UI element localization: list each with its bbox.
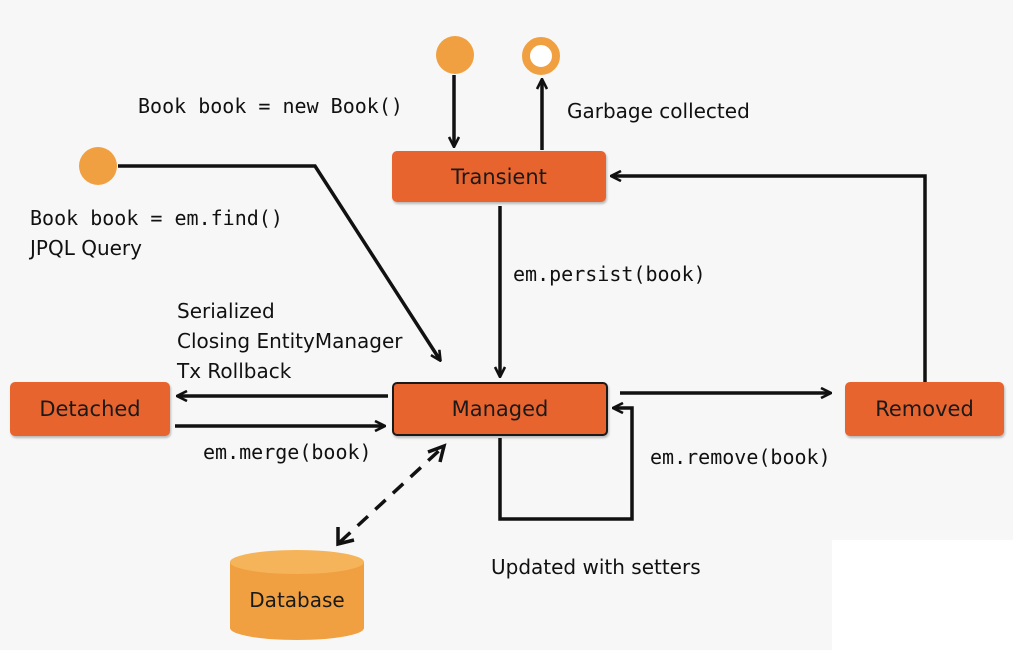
label-merge: em.merge(book) xyxy=(203,440,372,464)
label-setters: Updated with setters xyxy=(491,555,701,579)
state-removed: Removed xyxy=(845,382,1004,436)
label-jpql: JPQL Query xyxy=(30,236,142,260)
arrow-removed-to-transient xyxy=(612,176,927,382)
label-find: Book book = em.find() xyxy=(30,206,283,230)
label-garbage-collected: Garbage collected xyxy=(567,99,750,123)
label-serialized: Serialized xyxy=(177,299,275,323)
arrow-find-to-managed xyxy=(118,164,440,360)
start-node-new xyxy=(436,36,474,74)
arrowhead-db-bottom xyxy=(336,527,355,547)
start-node-find xyxy=(79,147,117,185)
label-persist: em.persist(book) xyxy=(513,262,706,286)
label-closing: Closing EntityManager xyxy=(177,329,403,353)
state-transient: Transient xyxy=(392,151,606,202)
arrowhead-db-top xyxy=(427,443,447,463)
database-icon xyxy=(230,550,364,640)
end-node-garbage xyxy=(522,37,560,75)
arrow-self-loop xyxy=(498,408,634,521)
state-detached: Detached xyxy=(10,382,170,436)
background-patch xyxy=(832,540,1013,650)
label-new-book: Book book = new Book() xyxy=(138,94,403,118)
state-managed: Managed xyxy=(392,382,608,436)
database-label: Database xyxy=(249,588,345,612)
label-remove: em.remove(book) xyxy=(650,445,831,469)
database-cylinder: Database xyxy=(230,550,364,640)
label-rollback: Tx Rollback xyxy=(177,359,292,383)
